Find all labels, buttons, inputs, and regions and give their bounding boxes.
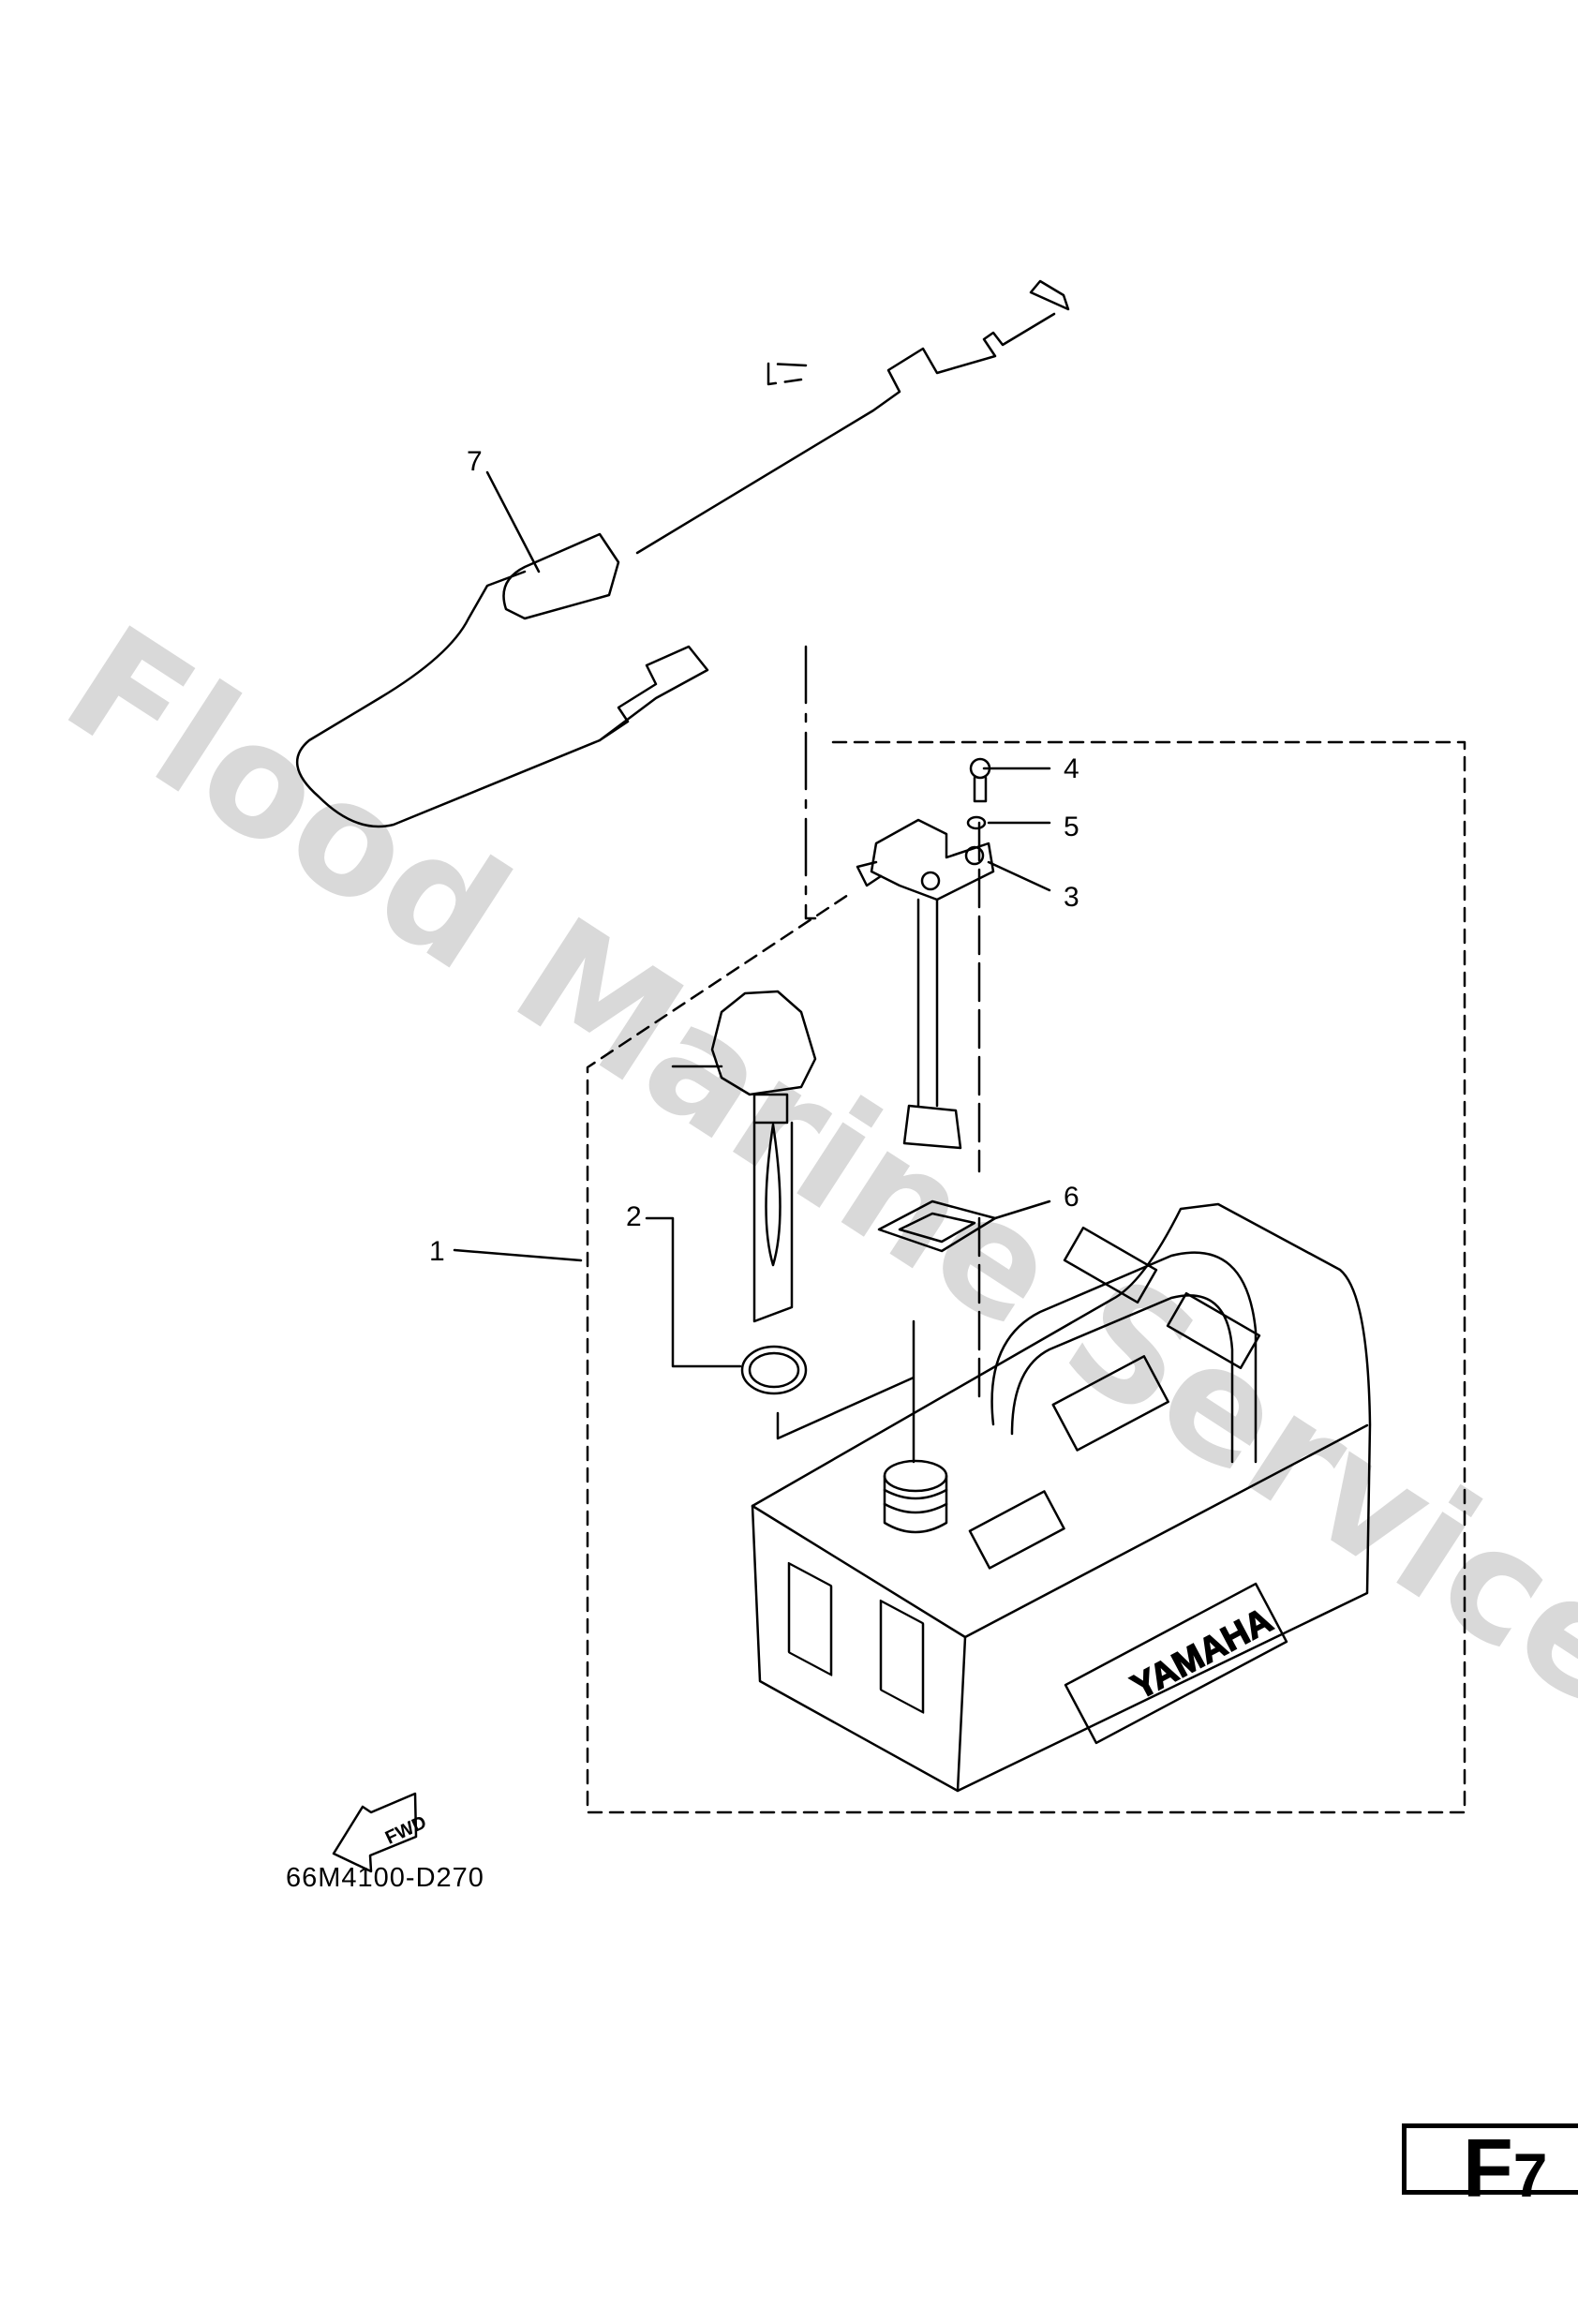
- fuel-gauge-part-2: [710, 990, 817, 1395]
- fwd-label: FWD: [382, 1812, 430, 1849]
- fuel-tank-part-1: [751, 1202, 1372, 1793]
- callout-5[interactable]: 5: [1064, 812, 1079, 842]
- callout-7[interactable]: 7: [467, 446, 483, 477]
- assembly-boundary: [586, 740, 1466, 1814]
- callout-1[interactable]: 1: [429, 1236, 445, 1267]
- page-code-box: F7: [1402, 2122, 1578, 2214]
- washer-part-5: [966, 815, 987, 830]
- page-code: F7: [1463, 2121, 1547, 2216]
- fwd-arrow-icon: [332, 1792, 418, 1873]
- callout-2[interactable]: 2: [626, 1201, 642, 1232]
- callout-6[interactable]: 6: [1064, 1182, 1079, 1213]
- page-code-letter: F: [1463, 2122, 1513, 2214]
- callout-3[interactable]: 3: [1064, 882, 1079, 913]
- diagram-code: 66M4100-D270: [286, 1863, 484, 1893]
- callout-4[interactable]: 4: [1064, 753, 1079, 784]
- fuel-hose-assembly: [295, 279, 1070, 920]
- tank-brand-text: YAMAHA: [1125, 1601, 1279, 1707]
- page-code-number: 7: [1512, 2140, 1548, 2210]
- o-ring: [740, 1345, 808, 1395]
- watermark: Flood Marine Services: [37, 592, 1578, 1793]
